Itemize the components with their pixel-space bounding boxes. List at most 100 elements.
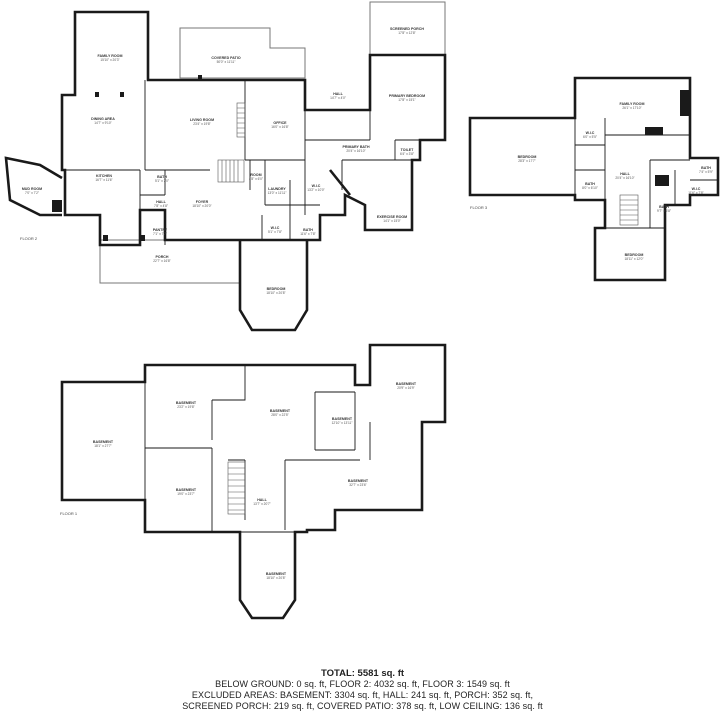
room-dim: 6'0" x 5'5"	[583, 135, 597, 139]
room-name: BATH	[701, 166, 711, 170]
mud-room-fixture	[52, 200, 62, 212]
room-dim: 7'0" x 7'2"	[25, 191, 39, 195]
room-dim: 28'0" x 22'5"	[271, 413, 288, 417]
room-dim: 5'1" x 7'8"	[268, 230, 282, 234]
room-dim: 4'8" x 6'0"	[249, 177, 263, 181]
room-name: ROOM	[250, 173, 261, 177]
room-dim: 18'11" x 12'0"	[624, 257, 643, 261]
room-name: BASEMENT	[266, 572, 287, 576]
area-breakdown-line-2: EXCLUDED AREAS: BASEMENT: 3304 sq. ft, H…	[191, 690, 534, 700]
foyer-stairs	[217, 159, 245, 183]
floor-3-plan	[468, 76, 720, 282]
room-name: BATH	[659, 205, 669, 209]
floor-1-outer-wall	[60, 343, 447, 620]
area-breakdown-line-3: SCREENED PORCH: 219 sq. ft, COVERED PATI…	[182, 701, 543, 711]
room-dim: 32'7" x 23'6"	[349, 483, 366, 487]
mud-room-wall	[4, 156, 63, 217]
room-dim: 18'10" x 20'8"	[266, 291, 285, 295]
floor-3-label: FLOOR 3	[470, 205, 488, 210]
room-dim: 9'7" x 6'8"	[657, 209, 671, 213]
floor-1-label: FLOOR 1	[60, 511, 78, 516]
room-dim: 23'4" x 19'8"	[193, 122, 210, 126]
floor-2-label: FLOOR 2	[20, 236, 38, 241]
room-name: FOYER	[196, 200, 209, 204]
room-labels-floor-3: FAMILY ROOM 26'1" x 17'10" BEDROOM 28'3"…	[518, 102, 713, 261]
room-dim: 18'1" x 27'7"	[94, 444, 111, 448]
room-name: KITCHEN	[96, 174, 112, 178]
room-name: HALL	[156, 200, 166, 204]
room-dim: 20'4" x 16'10"	[346, 149, 365, 153]
room-name: W.I.C	[271, 226, 280, 230]
area-summary: TOTAL: 5581 sq. ft BELOW GROUND: 0 sq. f…	[0, 668, 725, 712]
room-name: BASEMENT	[93, 440, 114, 444]
room-name: LAUNDRY	[268, 187, 286, 191]
room-dim: 18'10" x 20'8"	[266, 576, 285, 580]
area-breakdown-line-1: BELOW GROUND: 0 sq. ft, FLOOR 2: 4032 sq…	[215, 679, 510, 689]
room-name: FAMILY ROOM	[98, 54, 123, 58]
room-name: COVERED PATIO	[211, 56, 240, 60]
room-dim: 7'8" x 4'8"	[154, 204, 168, 208]
room-name: TOILET	[401, 148, 415, 152]
floor-1-interior-walls	[144, 365, 371, 533]
room-dim: 14'1" x 15'0"	[383, 219, 400, 223]
room-name: W.I.C	[312, 184, 321, 188]
room-labels-floor-2: FAMILY ROOM 15'10" x 20'3" COVERED PATIO…	[22, 27, 425, 295]
room-name: BATH	[157, 175, 167, 179]
room-name: BASEMENT	[396, 382, 417, 386]
room-name: SCREENED PORCH	[390, 27, 424, 31]
floor-2-plan	[4, 1, 447, 332]
room-name: HALL	[333, 92, 343, 96]
fireplace-block	[680, 90, 689, 116]
room-dim: 13'0" x 11'11"	[268, 191, 287, 195]
room-dim: 5'1" x 7'0"	[155, 179, 169, 183]
room-name: BEDROOM	[267, 287, 286, 291]
room-dim: 17'8" x 15'1"	[398, 98, 415, 102]
room-name: HALL	[257, 498, 267, 502]
room-name: BATH	[303, 228, 313, 232]
room-dim: 26'1" x 17'10"	[622, 106, 641, 110]
room-name: DINING AREA	[91, 117, 115, 121]
room-name: LIVING ROOM	[190, 118, 214, 122]
room-labels-floor-1: BASEMENT 18'1" x 27'7" BASEMENT 23'2" x …	[93, 382, 417, 580]
living-stairs	[236, 102, 246, 138]
room-name: W.I.C	[692, 187, 701, 191]
floor-1-plan	[60, 343, 447, 620]
primary-bath-angled-wall	[328, 169, 352, 196]
room-dim: 23'2" x 19'8"	[177, 405, 194, 409]
room-dim: 15'10" x 20'3"	[100, 58, 119, 62]
room-name: OFFICE	[273, 121, 287, 125]
room-dim: 17'8" x 12'8"	[398, 31, 415, 35]
room-name: BASEMENT	[176, 401, 197, 405]
room-dim: 7'4" x 5'9"	[699, 170, 713, 174]
room-dim: 19'0" x 23'7"	[177, 492, 194, 496]
room-name: PRIMARY BEDROOM	[389, 94, 425, 98]
room-name: PANTRY	[153, 228, 168, 232]
room-name: BEDROOM	[625, 253, 644, 257]
basement-stairs	[227, 461, 246, 515]
room-dim: 20'4" x 16'10"	[615, 176, 634, 180]
room-name: BASEMENT	[348, 479, 369, 483]
total-area: TOTAL: 5581 sq. ft	[320, 668, 405, 679]
room-name: EXERCISE ROOM	[377, 215, 407, 219]
room-name: PRIMARY BATH	[342, 145, 369, 149]
room-dim: 16'0" x 16'8"	[271, 125, 288, 129]
room-dim: 50'0" x 11'11"	[217, 60, 236, 64]
room-dim: 22'7" x 16'8"	[153, 259, 170, 263]
room-dim: 11'6" x 7'8"	[300, 232, 315, 236]
room-dim: 20'9" x 16'9"	[397, 386, 414, 390]
room-dim: 18'10" x 20'0"	[192, 204, 211, 208]
room-dim: 6'4" x 3'8"	[400, 152, 414, 156]
floor-3-outer-wall	[468, 76, 720, 282]
room-name: W.I.C	[586, 131, 595, 135]
room-name: BASEMENT	[332, 417, 353, 421]
room-name: MUD ROOM	[22, 187, 42, 191]
room-name: FAMILY ROOM	[620, 102, 645, 106]
room-dim: 12'10" x 13'11"	[332, 421, 353, 425]
room-name: BASEMENT	[270, 409, 291, 413]
room-name: BATH	[585, 182, 595, 186]
room-dim: 14'7" x 9'10"	[94, 121, 111, 125]
room-name: BEDROOM	[518, 155, 537, 159]
room-name: BASEMENT	[176, 488, 197, 492]
room-dim: 8'0" x 6'10"	[582, 186, 598, 190]
